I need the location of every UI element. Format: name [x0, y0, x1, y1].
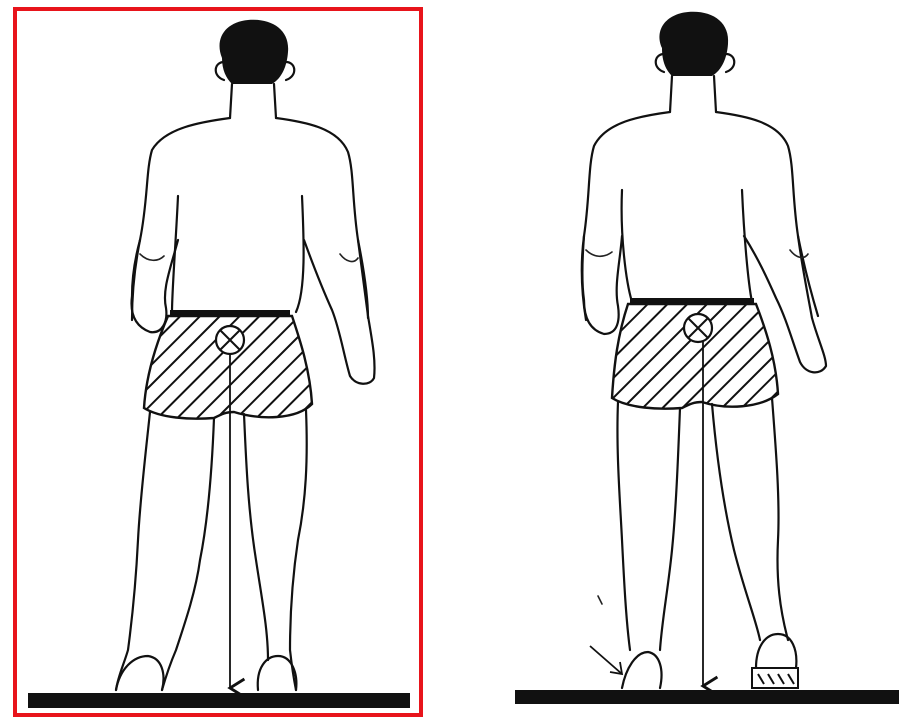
right-foot-right [756, 634, 796, 668]
right-elbow-crease-left [586, 250, 612, 256]
right-figure [582, 12, 826, 688]
right-elbow-crease-right [790, 250, 808, 257]
right-head-hair [660, 12, 729, 76]
right-center-of-mass-marker [684, 314, 712, 342]
right-arm-left [583, 236, 623, 334]
right-neck [670, 76, 716, 112]
right-small-mark [598, 596, 602, 604]
right-heel-lift [752, 668, 798, 688]
right-foot-left [622, 652, 662, 688]
right-pointer-arrow [590, 646, 622, 674]
right-panel [515, 12, 899, 704]
right-floor-bar [515, 690, 899, 704]
right-leg-right [712, 398, 788, 640]
left-panel-highlight-frame [13, 7, 423, 717]
right-leg-left [617, 402, 680, 650]
right-ear-right [726, 54, 734, 72]
